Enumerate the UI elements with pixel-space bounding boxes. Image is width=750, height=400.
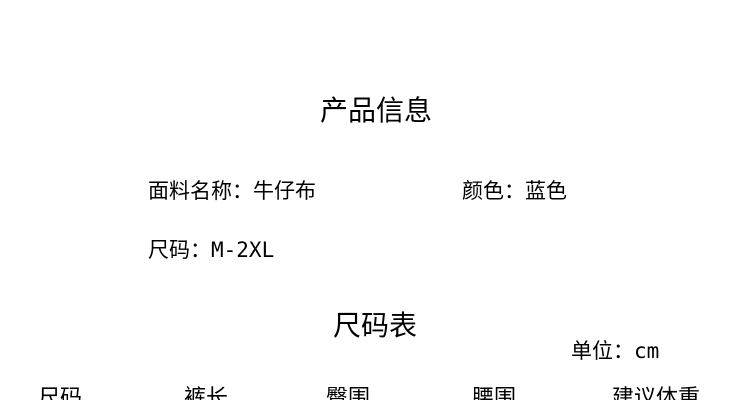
size-chart-title: 尺码表 [332,309,418,342]
size-row: 尺码：M-2XL [148,237,274,263]
size-label: 尺码： [148,238,211,262]
column-header-weight: 建议体重 [612,386,701,400]
unit-value: cm [634,339,660,363]
fabric-value: 牛仔布 [253,179,316,203]
color-value: 蓝色 [525,179,567,203]
fabric-label: 面料名称： [148,179,253,203]
size-value: M-2XL [211,238,275,262]
column-header-hip: 臀围 [326,386,371,400]
fabric-row: 面料名称：牛仔布 [148,178,316,204]
color-label: 颜色： [462,179,525,203]
color-row: 颜色：蓝色 [462,178,567,204]
column-header-length: 裤长 [184,386,229,400]
column-header-size: 尺码 [38,386,83,400]
unit-row: 单位：cm [571,338,659,364]
unit-label: 单位： [571,339,634,363]
product-info-title: 产品信息 [319,94,433,127]
column-header-waist: 腰围 [472,386,517,400]
